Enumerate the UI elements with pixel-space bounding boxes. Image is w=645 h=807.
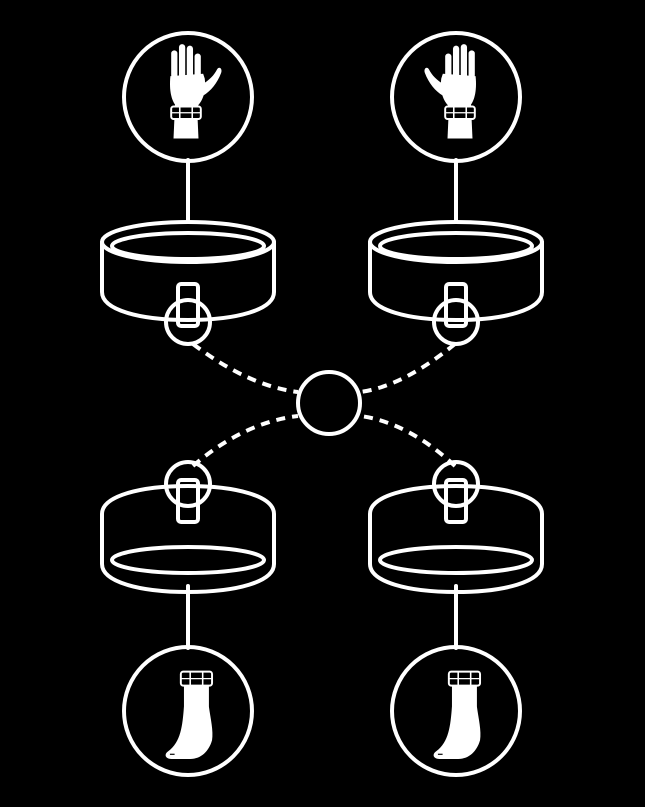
ankle-cuff-icon xyxy=(122,645,254,777)
dashed-line-bottom-right xyxy=(359,414,457,468)
wrist-cuff-icon xyxy=(390,31,522,163)
dashed-line-top-right xyxy=(359,342,457,394)
cuff-icon xyxy=(100,460,276,594)
center-ring-icon xyxy=(296,370,362,436)
cuff-icon xyxy=(368,220,544,346)
wrist-cuff-icon xyxy=(122,31,254,163)
cuff-icon xyxy=(368,460,544,594)
ankle-cuff-icon xyxy=(390,645,522,777)
cuff-icon xyxy=(100,220,276,346)
dashed-line-top-left xyxy=(191,342,299,394)
dashed-line-bottom-left xyxy=(191,414,299,468)
